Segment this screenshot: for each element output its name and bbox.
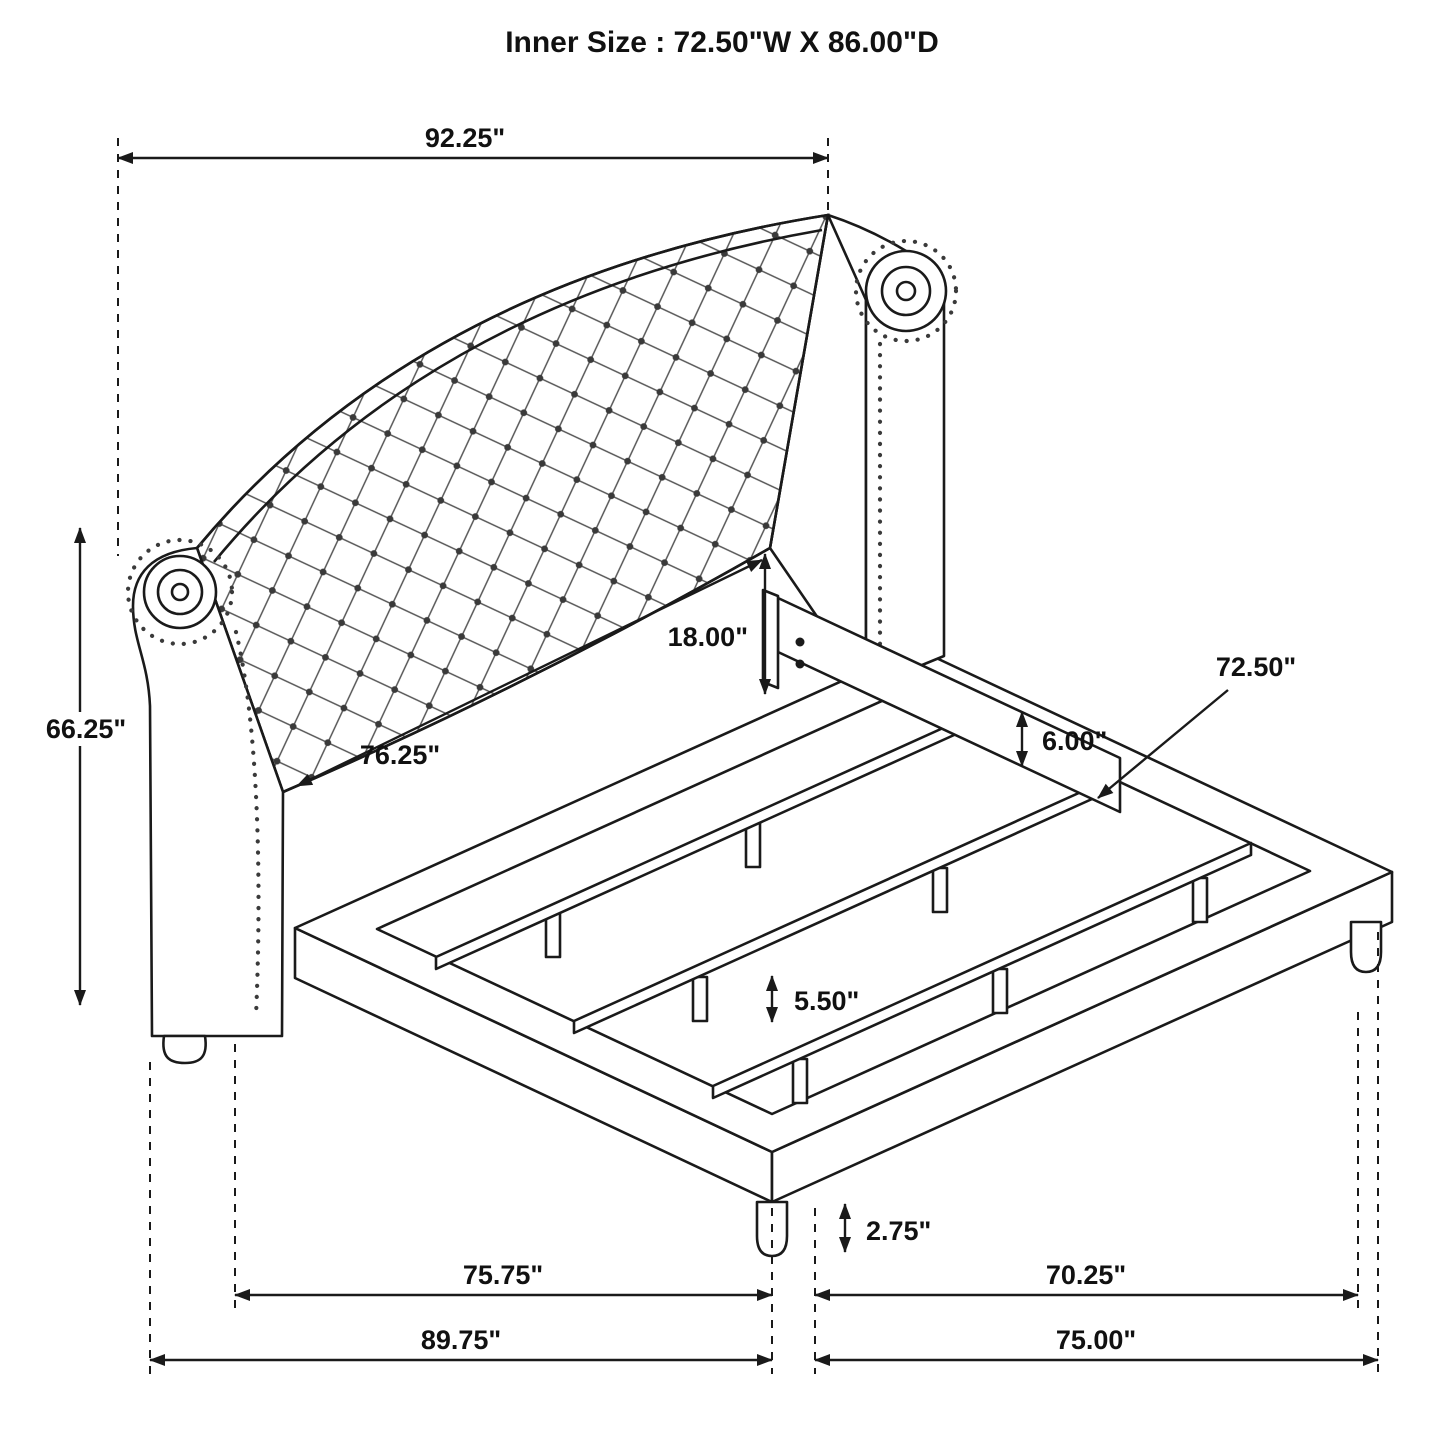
dim-label-overall-width: 92.25": [425, 123, 505, 153]
bolt-hole: [795, 637, 805, 647]
right-leg: [1349, 920, 1383, 974]
right-scroll-connector: [827, 213, 907, 253]
label-backing: [34, 712, 138, 746]
left-scroll-inner: [156, 568, 204, 616]
left-arm-panel: [131, 546, 285, 1038]
bolt-hole: [795, 659, 805, 669]
left-scroll: [142, 554, 218, 630]
dimension-arrow-headboard-width: [296, 558, 763, 788]
dim-label-frame-height: 5.50": [794, 986, 859, 1016]
dim-label-slat-length: 72.50": [1216, 652, 1296, 682]
left-arm-assembly: [125, 537, 285, 1065]
right-scroll: [864, 249, 948, 333]
slat-leg: [791, 1057, 809, 1105]
right-scroll-inner: [880, 265, 932, 317]
right-arm-panel: [864, 298, 946, 690]
nailhead-trim-right-scroll: [853, 238, 959, 344]
headboard: [195, 213, 830, 794]
dimension-annotations: 92.25" 66.25" 18.00" 76.25" 6.00" 72.50"…: [34, 123, 1379, 1374]
dim-label-inner-length: 75.75": [463, 1260, 543, 1290]
diagram-title: Inner Size : 72.50"W X 86.00"D: [505, 26, 939, 59]
slat-3: [711, 841, 1253, 1100]
dim-label-outer-width: 75.00": [1056, 1325, 1136, 1355]
right-scroll-center: [895, 280, 917, 302]
dim-label-overall-height: 66.25": [46, 714, 126, 744]
leader-arrow-slat-length: [1097, 689, 1229, 799]
headboard-top-roll-line: [212, 228, 823, 563]
dim-label-inner-width: 70.25": [1046, 1260, 1126, 1290]
left-foot: [162, 1034, 207, 1065]
right-arm-assembly: [768, 213, 959, 690]
slat-leg: [931, 866, 949, 914]
dim-label-headboard-width: 76.25": [360, 740, 440, 770]
dim-label-outer-length: 89.75": [421, 1325, 501, 1355]
slat-leg: [744, 821, 762, 869]
slat-leg: [691, 975, 709, 1023]
dim-label-side-rail-height: 6.00": [1042, 726, 1107, 756]
left-scroll-center: [170, 582, 190, 602]
slats: [434, 712, 1253, 1105]
dim-label-leg-height: 2.75": [866, 1216, 931, 1246]
slat-leg: [991, 967, 1009, 1015]
slat-leg: [1191, 876, 1209, 924]
nailhead-trim-left-scroll: [125, 537, 235, 647]
headboard-tufting: [195, 213, 830, 794]
dim-label-headboard-drop: 18.00": [668, 622, 748, 652]
